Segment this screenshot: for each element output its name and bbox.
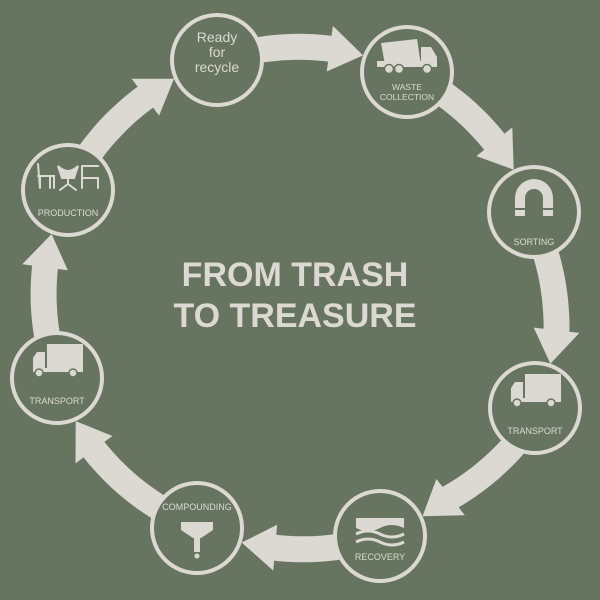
stage-node-transport-left: TRANSPORT: [10, 331, 104, 425]
stage-label: Ready: [197, 29, 237, 45]
stage-node-recovery: RECOVERY: [333, 489, 427, 583]
magnet-icon: [515, 179, 553, 216]
stage-label: recycle: [195, 59, 240, 75]
stage-node-transport-right: TRANSPORT: [488, 361, 582, 455]
garbage-truck-icon: [377, 39, 437, 75]
ring-arrow: [254, 25, 364, 72]
stage-label: SORTING: [514, 237, 555, 247]
stage-label: PRODUCTION: [38, 208, 99, 218]
ring-arrow: [22, 234, 68, 341]
stage-node-production: PRODUCTION: [21, 143, 115, 237]
truck-icon: [33, 344, 83, 378]
stage-label: COLLECTION: [380, 92, 434, 102]
ring-arrow: [75, 421, 168, 520]
stage-node-sorting: SORTING: [487, 165, 581, 259]
title-line-2: TO TREASURE: [173, 297, 416, 335]
stage-nodes: ReadyforrecycleWASTECOLLECTIONSORTINGTRA…: [10, 13, 582, 583]
ring-arrow: [434, 82, 514, 170]
ring-arrow: [532, 248, 580, 364]
stage-label: TRANSPORT: [29, 396, 85, 406]
title-line-1: FROM TRASH: [182, 256, 409, 294]
ring-arrow: [241, 524, 343, 571]
stage-label: TRANSPORT: [507, 426, 563, 436]
stage-node-compounding: COMPOUNDING: [150, 481, 244, 575]
hopper-icon: [181, 522, 213, 559]
ring-arrow: [78, 78, 174, 163]
stage-label: COMPOUNDING: [162, 502, 232, 512]
stage-circle: [21, 143, 115, 237]
stage-circle: [333, 489, 427, 583]
chairs-icon: [37, 163, 99, 191]
stage-circle: [170, 13, 264, 107]
stage-label: for: [209, 44, 226, 60]
stage-label: RECOVERY: [355, 552, 405, 562]
water-waves-icon: [355, 518, 405, 547]
stage-label: WASTE: [392, 82, 422, 92]
ring-arrows: [22, 25, 580, 571]
stage-circle: [487, 165, 581, 259]
ring-arrow: [422, 436, 527, 517]
truck-icon: [511, 374, 561, 408]
